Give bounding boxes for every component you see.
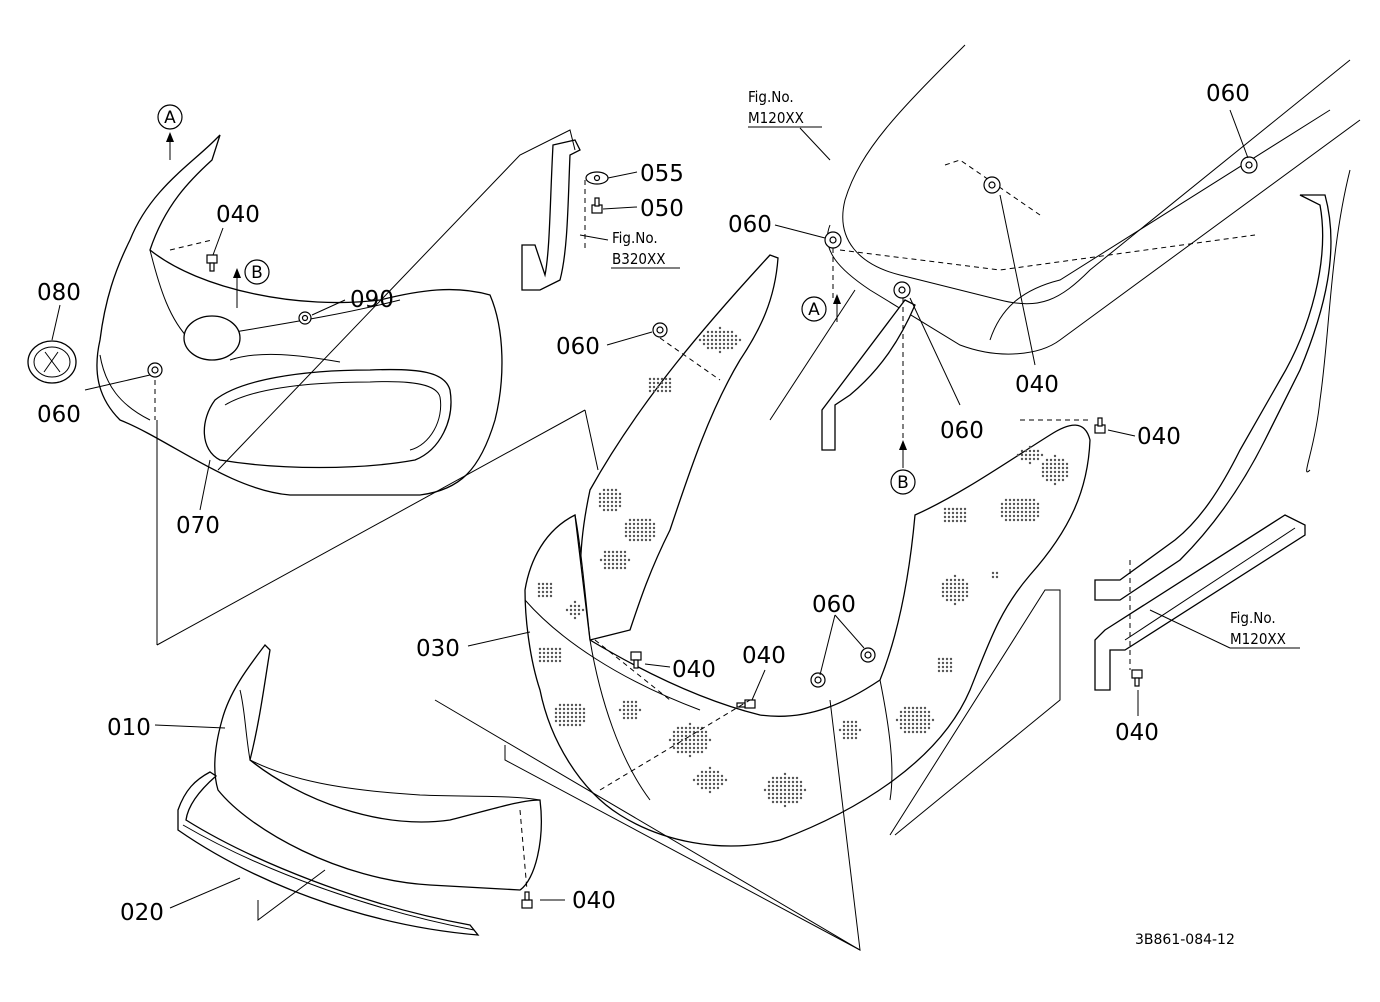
svg-text:Fig.No.: Fig.No. bbox=[1230, 609, 1276, 627]
nut-060-low2 bbox=[860, 647, 876, 663]
callout-060-hood2: 060 bbox=[940, 418, 984, 444]
callout-040-bumper: 040 bbox=[572, 888, 616, 914]
svg-text:Fig.No.: Fig.No. bbox=[612, 229, 658, 247]
nut-060-top bbox=[1240, 156, 1258, 174]
bolt-040-grille bbox=[206, 254, 218, 272]
ornament-080 bbox=[27, 340, 77, 384]
nut-060-hood2 bbox=[893, 281, 911, 299]
callout-090: 090 bbox=[350, 287, 394, 313]
nut-090 bbox=[298, 311, 312, 325]
hood-outline bbox=[826, 44, 1361, 473]
trim-020 bbox=[177, 771, 480, 936]
callout-060-low: 060 bbox=[812, 592, 856, 618]
callout-055: 055 bbox=[640, 161, 684, 187]
callout-040-grille: 040 bbox=[216, 202, 260, 228]
marker-b-left: B bbox=[244, 259, 270, 285]
nut-060-center bbox=[652, 322, 668, 338]
hardware bbox=[147, 156, 1258, 909]
svg-text:M120XX: M120XX bbox=[1230, 630, 1286, 648]
callout-020: 020 bbox=[120, 900, 164, 926]
svg-text:A: A bbox=[808, 300, 820, 320]
bolt-040-right bbox=[1094, 417, 1106, 434]
drawing-number: 3B861-084-12 bbox=[1135, 932, 1235, 948]
leaders bbox=[51, 109, 1300, 909]
bolt-040-rail bbox=[1131, 669, 1143, 687]
marker-b-mid: B bbox=[890, 469, 916, 495]
callout-040-rail: 040 bbox=[1115, 720, 1159, 746]
bolt-040-cover bbox=[630, 651, 642, 669]
svg-text:B: B bbox=[251, 263, 263, 283]
marker-a-mid: A bbox=[801, 296, 827, 322]
marker-a-top: A bbox=[157, 104, 183, 130]
bumper-010 bbox=[214, 644, 542, 891]
callout-070: 070 bbox=[176, 513, 220, 539]
figure-ref-m120-right: Fig.No. M120XX bbox=[1230, 609, 1286, 648]
bolt-040-mid bbox=[736, 699, 756, 709]
callout-010: 010 bbox=[107, 715, 151, 741]
bracket-mid bbox=[821, 299, 916, 451]
figure-ref-m120-top: Fig.No. M120XX bbox=[748, 88, 804, 127]
bracket-b320 bbox=[521, 139, 581, 291]
callout-060-center: 060 bbox=[556, 334, 600, 360]
callout-050: 050 bbox=[640, 196, 684, 222]
nut-060-top2 bbox=[983, 176, 1001, 194]
callout-060-left: 060 bbox=[37, 402, 81, 428]
svg-text:Fig.No.: Fig.No. bbox=[748, 88, 794, 106]
nut-060-low1 bbox=[810, 672, 826, 688]
callout-030: 030 bbox=[416, 636, 460, 662]
assembly-lines bbox=[154, 129, 1131, 951]
frame-rail bbox=[1094, 194, 1332, 691]
svg-text:B: B bbox=[897, 473, 909, 493]
bolt-040-bumper bbox=[521, 891, 533, 909]
arrows bbox=[166, 132, 907, 468]
svg-text:A: A bbox=[164, 108, 176, 128]
callout-040-right: 040 bbox=[1137, 424, 1181, 450]
callout-080: 080 bbox=[37, 280, 81, 306]
bolt-050 bbox=[591, 197, 603, 214]
callout-labels: 010 020 030 040 040 040 040 040 040 040 … bbox=[37, 81, 1250, 926]
mesh-pattern bbox=[537, 326, 1069, 808]
svg-text:B320XX: B320XX bbox=[612, 250, 666, 268]
side-cover-030 bbox=[524, 254, 1091, 847]
nut-060-hood bbox=[824, 231, 842, 249]
callout-040-mid: 040 bbox=[742, 643, 786, 669]
washer-055 bbox=[585, 171, 609, 185]
svg-text:M120XX: M120XX bbox=[748, 109, 804, 127]
callout-040-hood: 040 bbox=[1015, 372, 1059, 398]
figure-ref-b320: Fig.No. B320XX bbox=[612, 229, 666, 268]
callout-060-top: 060 bbox=[1206, 81, 1250, 107]
callout-040-cover: 040 bbox=[672, 657, 716, 683]
nut-060-left bbox=[147, 362, 163, 378]
callout-060-hood: 060 bbox=[728, 212, 772, 238]
